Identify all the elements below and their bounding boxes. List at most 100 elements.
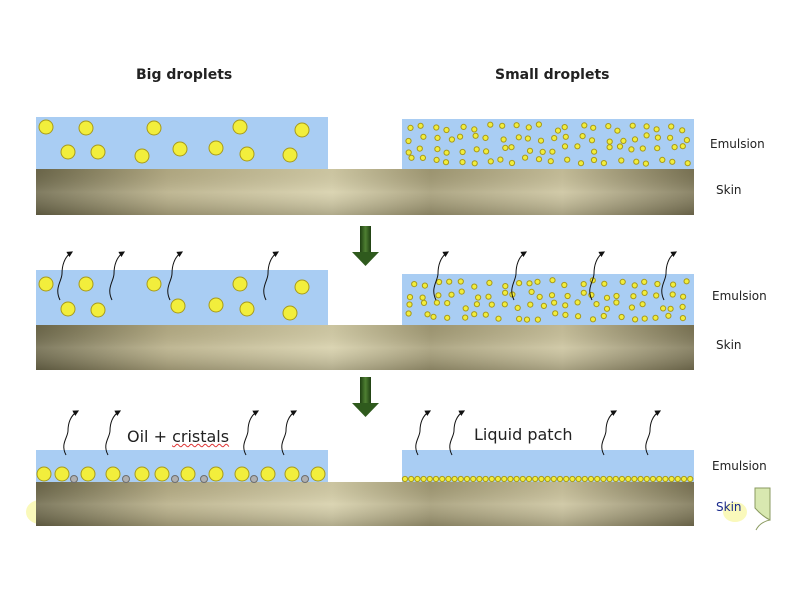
small-droplet	[618, 475, 626, 483]
label-emulsion-3: Emulsion	[712, 459, 767, 473]
wavy-up-arrow-icon	[449, 410, 466, 456]
small-droplet	[564, 156, 571, 163]
small-droplet	[462, 314, 469, 321]
big-droplet	[60, 301, 76, 317]
small-droplet	[528, 288, 535, 295]
small-droplet	[561, 143, 569, 150]
small-droplet	[564, 292, 571, 300]
label-skin-2: Skin	[716, 338, 742, 352]
small-droplet	[488, 301, 495, 308]
small-droplet	[448, 291, 455, 298]
small-droplet	[534, 278, 541, 285]
small-droplet	[588, 137, 596, 144]
small-droplet	[433, 299, 440, 306]
small-droplet	[613, 292, 620, 300]
small-droplet	[614, 127, 621, 134]
small-droplet	[637, 475, 644, 483]
big-droplet	[208, 466, 224, 482]
small-droplet	[641, 289, 648, 296]
small-droplet	[457, 133, 464, 140]
small-droplet	[668, 123, 675, 130]
big-droplet	[232, 119, 248, 135]
small-droplet	[508, 159, 516, 167]
small-droplet	[569, 475, 576, 483]
small-droplet	[459, 159, 466, 166]
small-droplet	[577, 160, 585, 167]
small-droplet	[544, 475, 551, 483]
small-droplet	[574, 143, 581, 150]
small-droplet	[527, 301, 534, 308]
big-droplets-1	[38, 119, 310, 164]
big-droplet	[36, 466, 52, 482]
small-droplet	[683, 137, 691, 144]
small-droplets-1	[405, 121, 691, 167]
wavy-up-arrow-icon	[167, 251, 184, 301]
small-droplet	[463, 475, 471, 483]
small-droplet	[417, 122, 424, 129]
small-droplet	[669, 291, 676, 298]
small-droplet	[590, 156, 598, 164]
small-droplet	[667, 134, 674, 141]
stage-2	[36, 251, 694, 370]
small-droplet	[482, 134, 489, 141]
small-droplet	[631, 282, 638, 289]
small-droplet	[561, 124, 568, 131]
big-droplet	[90, 302, 106, 318]
small-droplet	[526, 280, 533, 287]
oil-cristals-label: Oil + cristals	[127, 427, 229, 446]
small-droplet	[660, 305, 667, 312]
small-droplet	[486, 279, 493, 286]
small-droplet	[482, 475, 489, 483]
small-droplets-2	[405, 277, 690, 323]
label-emulsion-2: Emulsion	[712, 289, 767, 303]
small-droplet	[587, 475, 595, 483]
small-droplet	[502, 283, 509, 290]
wavy-up-arrow-icon	[415, 410, 432, 456]
skin-illustration-fragment	[754, 487, 771, 531]
small-droplet	[439, 475, 446, 483]
small-droplet	[405, 310, 412, 317]
small-droplet	[613, 299, 620, 306]
small-droplet	[432, 475, 440, 483]
small-droplet	[471, 160, 478, 167]
small-droplet	[669, 158, 676, 165]
small-droplet	[618, 313, 625, 321]
small-droplet	[501, 475, 508, 483]
small-droplet	[513, 122, 520, 129]
down-arrow-icon	[352, 377, 379, 417]
small-droplet	[687, 475, 694, 483]
small-droplet	[641, 278, 648, 285]
small-droplet	[525, 124, 532, 131]
small-droplet	[458, 288, 465, 295]
small-droplet	[579, 133, 586, 140]
small-droplet	[499, 122, 506, 129]
small-droplet	[516, 315, 523, 322]
small-droplet	[416, 145, 423, 152]
skin-shade-3	[36, 482, 694, 526]
small-droplet	[631, 475, 638, 483]
small-droplet	[524, 135, 532, 142]
small-droplet	[618, 157, 625, 164]
small-droplet	[654, 280, 661, 288]
small-droplet	[600, 312, 607, 320]
small-droplet	[662, 475, 669, 483]
small-droplet	[507, 475, 514, 483]
small-droplet	[419, 154, 426, 161]
small-droplet	[500, 136, 507, 143]
wavy-up-arrow-icon	[263, 251, 280, 301]
small-droplet	[502, 144, 509, 151]
small-droplet	[472, 132, 479, 139]
small-droplet	[443, 126, 450, 134]
small-droplet	[471, 126, 478, 133]
small-droplet	[406, 294, 414, 301]
small-droplet	[670, 281, 677, 288]
big-droplet	[294, 122, 310, 138]
small-droplet	[556, 475, 564, 483]
wavy-up-arrow-icon	[601, 410, 618, 456]
small-droplet	[603, 305, 611, 312]
stage-3	[26, 410, 771, 531]
small-droplet	[459, 148, 466, 156]
small-droplet	[421, 282, 428, 289]
big-droplet	[239, 146, 255, 162]
small-droplet	[414, 475, 421, 483]
